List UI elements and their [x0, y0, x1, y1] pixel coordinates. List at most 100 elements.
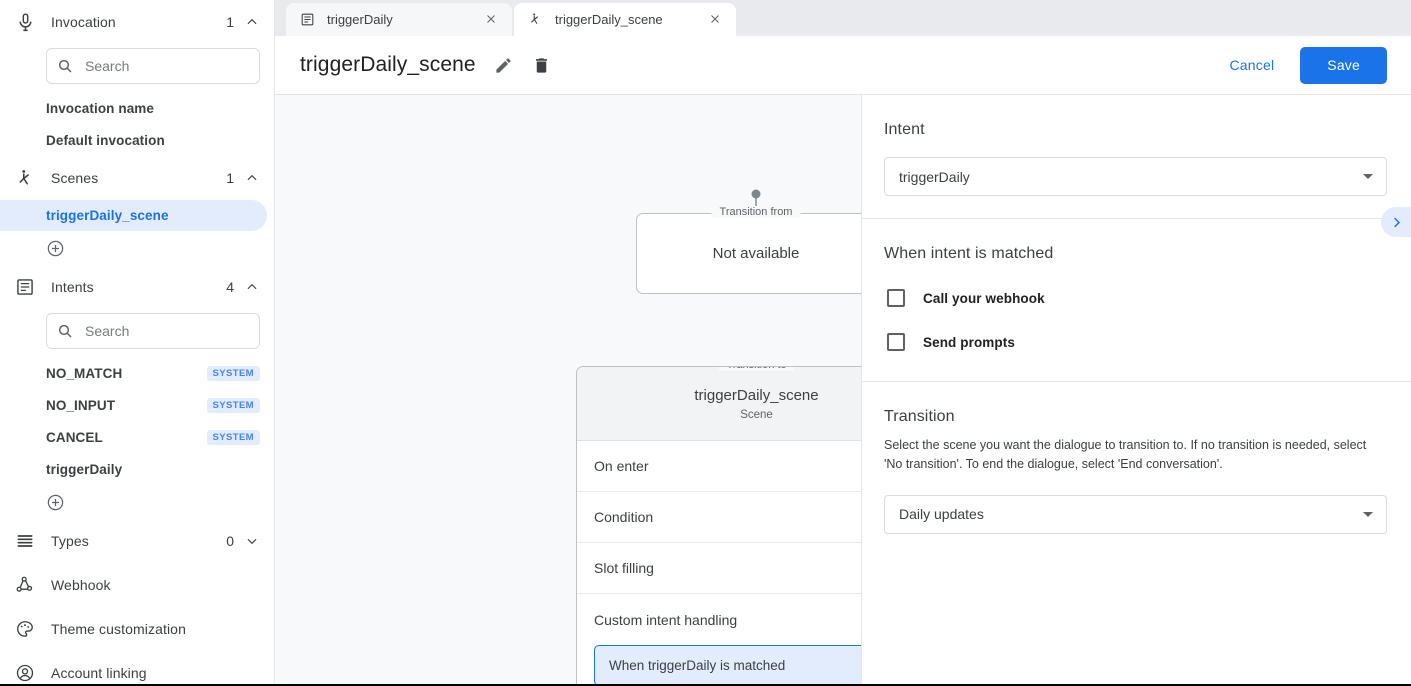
checkbox-box[interactable] [887, 333, 905, 351]
scene-canvas[interactable]: Transition from Not available Transition… [275, 95, 862, 686]
tab-label: triggerDaily [327, 12, 393, 27]
sidebar-group-intents[interactable]: Intents 4 [0, 265, 274, 309]
tab-bar: triggerDaily triggerDaily_scene [275, 0, 1411, 36]
sidebar-item-no-input[interactable]: NO_INPUT SYSTEM [0, 389, 274, 421]
microphone-icon [13, 10, 37, 34]
sidebar-item-theme-customization[interactable]: Theme customization [0, 607, 274, 651]
status-badge: SYSTEM [206, 397, 260, 413]
sidebar-group-types[interactable]: Types 0 [0, 519, 274, 563]
body-split: Transition from Not available Transition… [275, 95, 1411, 686]
tab-label: triggerDaily_scene [555, 12, 663, 27]
transition-select-value: Daily updates [899, 506, 984, 523]
checkbox-call-your-webhook[interactable]: Call your webhook [884, 281, 1387, 315]
close-icon[interactable] [484, 12, 500, 28]
sidebar-group-invocation[interactable]: Invocation 1 [0, 0, 274, 44]
intent-handler-chip[interactable]: When triggerDaily is matched [594, 645, 861, 686]
sidebar-group-count: 1 [226, 14, 234, 30]
status-badge: SYSTEM [206, 429, 260, 445]
sidebar-item-invocation-name[interactable]: Invocation name [46, 100, 155, 116]
checkbox-label: Send prompts [923, 334, 1015, 350]
invocation-search-box[interactable] [46, 48, 260, 84]
intents-search-box[interactable] [46, 313, 260, 349]
page-header: triggerDaily_scene Cancel Save [275, 36, 1411, 95]
sidebar-item-webhook[interactable]: Webhook [0, 563, 274, 607]
account-icon [13, 661, 37, 685]
webhook-icon [13, 573, 37, 597]
main-column: triggerDaily triggerDaily_scene [275, 0, 1411, 686]
sidebar-group-label: Scenes [51, 170, 99, 186]
sidebar-item-account-linking[interactable]: Account linking [0, 651, 274, 686]
intent-heading: Intent [884, 121, 925, 138]
checkbox-box[interactable] [887, 289, 905, 307]
intents-search-input[interactable] [83, 322, 249, 340]
pencil-icon[interactable] [494, 56, 513, 75]
transition-description: Select the scene you want the dialogue t… [884, 438, 1367, 472]
intent-select[interactable]: triggerDaily [884, 157, 1387, 196]
checkbox-send-prompts[interactable]: Send prompts [884, 325, 1387, 359]
sidebar-group-label: Intents [51, 279, 94, 295]
invocation-search-input[interactable] [83, 57, 249, 75]
properties-panel: Intent triggerDaily When intent is match… [862, 95, 1411, 686]
scene-row-custom-intent-handling[interactable]: Custom intent handling + [577, 594, 861, 645]
invocation-search-wrap [0, 44, 274, 92]
sidebar-group-scenes[interactable]: Scenes 1 [0, 156, 274, 200]
sidebar-group-count: 4 [226, 279, 234, 295]
transition-from-legend: Transition from [711, 206, 801, 218]
sidebar-item-no-match[interactable]: NO_MATCH SYSTEM [0, 357, 274, 389]
search-icon [57, 58, 73, 74]
sidebar-item-label: Theme customization [51, 621, 186, 637]
scene-block-custom-intent-handling: Custom intent handling + When triggerDai… [577, 594, 861, 686]
cancel-button[interactable]: Cancel [1216, 49, 1289, 81]
scene-row-slot-filling[interactable]: Slot filling + [577, 543, 861, 594]
scene-icon [528, 12, 544, 28]
transition-from-node[interactable]: Transition from Not available [636, 206, 861, 294]
sidebar-group-count: 1 [226, 170, 234, 186]
sidebar-item-label: NO_INPUT [46, 397, 116, 413]
intent-select-value: triggerDaily [899, 168, 970, 185]
panel-section-when-matched: When intent is matched Call your webhook… [862, 219, 1411, 382]
tab-triggerdaily-scene[interactable]: triggerDaily_scene [514, 3, 736, 36]
sidebar-group-count: 0 [226, 533, 234, 549]
sidebar-group-label: Types [51, 533, 89, 549]
tab-triggerdaily[interactable]: triggerDaily [286, 3, 512, 36]
intent-icon [300, 12, 316, 28]
checkbox-label: Call your webhook [923, 290, 1045, 306]
scene-row-label: Custom intent handling [594, 611, 738, 628]
chevron-up-icon[interactable] [244, 170, 260, 186]
sidebar-item-label: NO_MATCH [46, 365, 123, 381]
scene-row-on-enter[interactable]: On enter + [577, 441, 861, 492]
intents-icon [13, 275, 37, 299]
intents-search-wrap [0, 309, 274, 357]
chevron-down-icon[interactable] [244, 533, 260, 549]
add-intent-row[interactable] [0, 485, 274, 519]
trash-icon[interactable] [532, 56, 551, 75]
sidebar-item-default-invocation[interactable]: Default invocation [46, 132, 165, 148]
chevron-down-icon [1363, 511, 1373, 517]
transition-from-box: Transition from Not available [636, 206, 861, 294]
sidebar-item-cancel[interactable]: CANCEL SYSTEM [0, 421, 274, 453]
sidebar-item-triggerdaily-scene[interactable]: triggerDaily_scene [0, 200, 267, 231]
chevron-right-icon[interactable] [1381, 207, 1411, 237]
window-bottom-edge [0, 684, 1411, 686]
scene-node-box: Transition to triggerDaily_scene Scene O… [576, 366, 861, 686]
panel-section-intent: Intent triggerDaily [862, 95, 1411, 219]
transition-heading: Transition [884, 408, 955, 425]
sidebar-item-label: CANCEL [46, 429, 103, 445]
sidebar-item-triggerdaily[interactable]: triggerDaily [46, 461, 123, 477]
add-icon[interactable] [46, 493, 65, 512]
save-button[interactable]: Save [1300, 46, 1387, 84]
add-icon[interactable] [46, 239, 65, 258]
scene-row-condition[interactable]: Condition + [577, 492, 861, 543]
add-scene-row[interactable] [0, 231, 274, 265]
sidebar-item-label: Webhook [51, 577, 111, 593]
close-icon[interactable] [708, 12, 724, 28]
scene-node-header: triggerDaily_scene Scene [577, 367, 861, 441]
chevron-up-icon[interactable] [244, 14, 260, 30]
scenes-icon [13, 166, 37, 190]
transition-select[interactable]: Daily updates [884, 494, 1387, 534]
scene-node[interactable]: Transition to triggerDaily_scene Scene O… [576, 366, 861, 686]
chevron-down-icon [1363, 174, 1373, 179]
chevron-up-icon[interactable] [244, 279, 260, 295]
panel-section-transition: Transition Select the scene you want the… [862, 382, 1411, 556]
